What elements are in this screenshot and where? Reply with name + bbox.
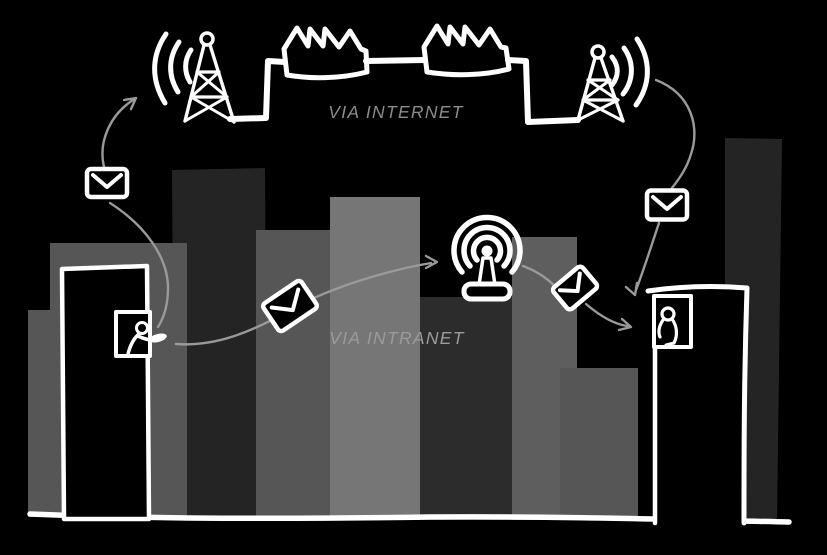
sender-building — [59, 263, 167, 522]
factory-left-icon — [281, 25, 370, 81]
sender-person-icon — [126, 321, 167, 356]
radio-tower-left-icon — [183, 31, 236, 124]
building-silhouette — [256, 230, 333, 520]
letter-paper — [149, 333, 167, 343]
internet-label: VIA INTERNET — [328, 102, 464, 122]
intranet-envelope-2-icon — [550, 264, 600, 312]
building-silhouette — [330, 197, 420, 520]
internet-envelope-icon — [644, 188, 690, 222]
internet-backbone-line — [227, 58, 288, 122]
receiver-building — [645, 284, 750, 526]
route-sender-to-envelope — [108, 201, 170, 329]
broadcast-antenna-icon — [451, 214, 523, 302]
radio-tower-right-icon — [576, 44, 625, 123]
intranet-label: VIA INTRANET — [329, 328, 465, 348]
internet-backbone-line — [363, 57, 428, 64]
factory-right-icon — [421, 23, 512, 78]
route-tower-to-envelope — [654, 78, 696, 190]
sender-envelope-icon — [84, 166, 130, 200]
receiver-person-icon — [657, 306, 679, 347]
arrow-internet-to-receiver — [624, 221, 661, 297]
arrow-envelope-to-tower — [101, 96, 138, 169]
arrow-intranet-to-receiver — [584, 302, 633, 332]
signal-waves-right-icon — [609, 36, 650, 108]
building-silhouette — [420, 297, 513, 520]
building-silhouette — [172, 168, 267, 520]
internet-backbone-line — [505, 57, 581, 125]
intranet-envelope-1-icon — [261, 278, 319, 334]
signal-waves-left-icon — [152, 31, 194, 106]
building-silhouette — [560, 368, 638, 520]
